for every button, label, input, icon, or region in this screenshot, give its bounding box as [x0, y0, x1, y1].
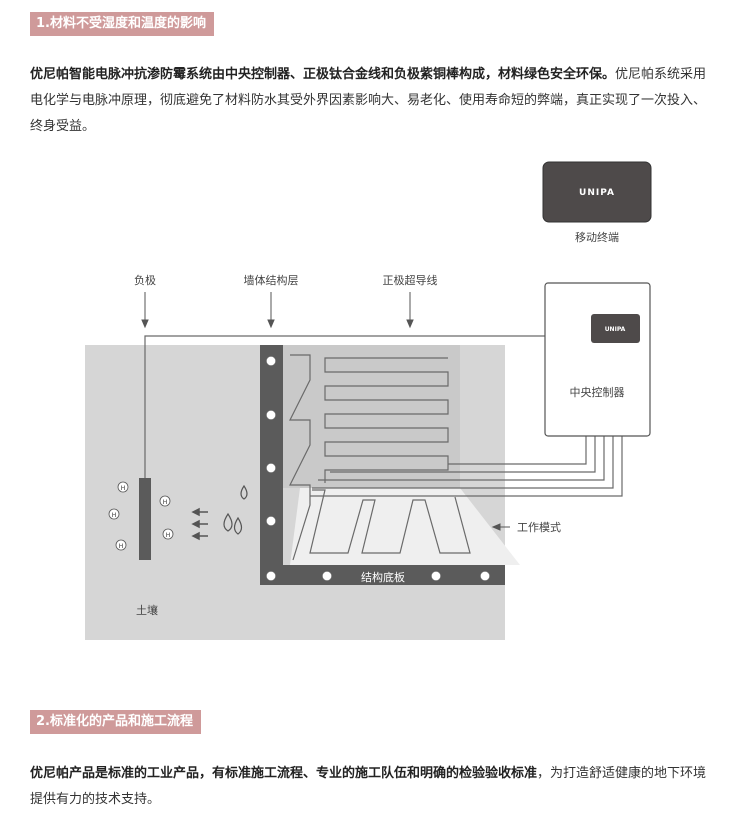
section-1-body-text: 优尼帕系统采用电化学与电脉冲原理，彻底避免了材料防水其受外界因素影响大、易老化、…: [30, 67, 707, 134]
wall-structure-area: [283, 345, 460, 488]
mobile-terminal-logo: UNIPA: [579, 188, 615, 198]
water-drop-icon: [223, 512, 233, 532]
ion-label: H: [112, 512, 117, 519]
controller-logo: UNIPA: [605, 326, 626, 333]
floor-slab-label: 结构底板: [361, 570, 405, 584]
wall-zigzag-wire: [289, 354, 311, 561]
mobile-terminal-device: [542, 161, 652, 223]
ion-label: H: [121, 485, 126, 492]
section-1-paragraph: 优尼帕智能电脉冲抗渗防霉系统由中央控制器、正极钛合金线和负极紫铜棒构成，材料绿色…: [30, 62, 710, 140]
flow-arrows: [191, 507, 208, 541]
bolt-group: [266, 356, 490, 581]
water-drop-icon: [240, 484, 248, 500]
water-drop-icons: [223, 484, 248, 535]
section-1-bold-text: 优尼帕智能电脉冲抗渗防霉系统由中央控制器、正极钛合金线和负极紫铜棒构成，材料绿色…: [30, 67, 616, 82]
positive-wire-label: 正极超导线: [383, 273, 438, 287]
floor-slab: [260, 565, 505, 585]
floor-serpentine-wire: [309, 489, 471, 554]
controller-label: 中央控制器: [570, 385, 625, 399]
water-drop-icon: [233, 516, 243, 535]
soil-label: 土壤: [136, 603, 158, 617]
label-arrows: [141, 292, 510, 531]
controller-wires: [144, 335, 623, 497]
central-controller-device: [544, 282, 651, 437]
section-2-body-text: ，为打造舒适健康的地下环境提供有力的技术支持。: [30, 766, 707, 807]
ion-label: H: [166, 532, 171, 539]
section-heading-2: 2.标准化的产品和施工流程: [30, 710, 201, 734]
hydrogen-ion-icons: H H H H H: [108, 481, 174, 551]
wall-serpentine-wire: [324, 357, 449, 483]
section-2-bold-text: 优尼帕产品是标准的工业产品，有标准施工流程、专业的施工队伍和明确的检验验收标准: [30, 766, 538, 781]
controller-screen: [591, 314, 640, 343]
section-heading-1: 1.材料不受湿度和温度的影响: [30, 12, 214, 36]
ion-label: H: [163, 499, 168, 506]
mobile-terminal-label: 移动终端: [575, 230, 619, 244]
negative-label: 负极: [134, 273, 156, 287]
ion-label: H: [119, 543, 124, 550]
section-2-paragraph: 优尼帕产品是标准的工业产品，有标准施工流程、专业的施工队伍和明确的检验验收标准，…: [30, 761, 710, 813]
wall-layer-label: 墙体结构层: [244, 273, 299, 287]
work-mode-label: 工作模式: [517, 521, 561, 534]
negative-copper-rod: [139, 478, 151, 560]
floor-work-area: [290, 488, 520, 565]
